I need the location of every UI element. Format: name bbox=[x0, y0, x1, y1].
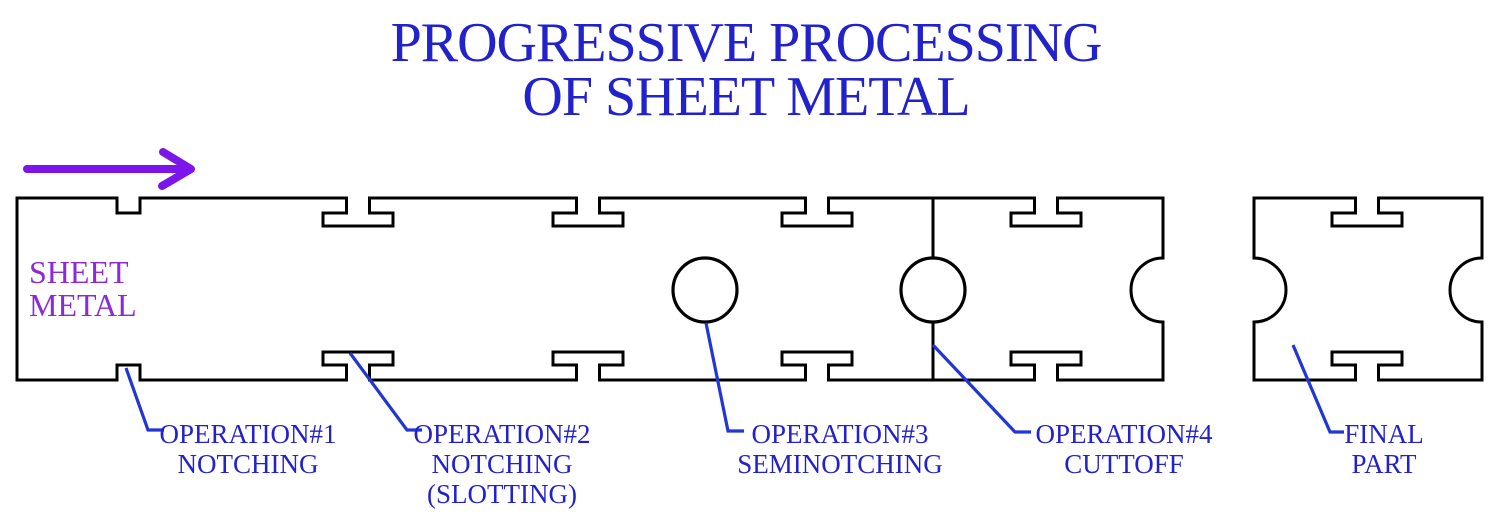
label-operation-4-line2: CUTTOFF bbox=[1064, 449, 1184, 479]
seminotch-hole-station3 bbox=[671, 256, 739, 324]
label-final-part-line1: FINAL bbox=[1344, 419, 1424, 449]
label-operation-3: OPERATION#3 SEMINOTCHING bbox=[737, 419, 943, 479]
leader-line-operation1 bbox=[124, 367, 164, 432]
label-final-part-line2: PART bbox=[1351, 449, 1417, 479]
label-operation-1-line1: OPERATION#1 bbox=[159, 419, 337, 449]
label-operation-2: OPERATION#2 NOTCHING (SLOTTING) bbox=[413, 419, 590, 509]
sheet-metal-label-line2: METAL bbox=[29, 287, 137, 323]
page-title-line2: OF SHEET METAL bbox=[522, 66, 970, 128]
label-operation-1: OPERATION#1 NOTCHING bbox=[159, 419, 336, 479]
sheet-metal-label: SHEET METAL bbox=[29, 256, 137, 322]
label-operation-4-line1: OPERATION#4 bbox=[1035, 419, 1213, 449]
leader-line-operation3 bbox=[704, 322, 744, 433]
feed-direction-arrow-icon bbox=[23, 148, 195, 190]
final-part-outline bbox=[1252, 196, 1484, 382]
leader-line-final-part bbox=[1291, 344, 1344, 434]
label-operation-3-line1: OPERATION#3 bbox=[751, 419, 929, 449]
sheet-metal-label-line1: SHEET bbox=[29, 254, 129, 290]
label-operation-4: OPERATION#4 CUTTOFF bbox=[1035, 419, 1212, 479]
label-operation-2-line2: NOTCHING bbox=[431, 449, 573, 479]
page-title: PROGRESSIVE PROCESSING OF SHEET METAL bbox=[296, 12, 1196, 128]
label-operation-2-line1: OPERATION#2 bbox=[413, 419, 591, 449]
label-operation-2-line3: (SLOTTING) bbox=[427, 479, 577, 509]
strip-outline bbox=[15, 196, 1165, 382]
leader-line-operation2 bbox=[348, 352, 422, 432]
label-operation-3-line2: SEMINOTCHING bbox=[737, 449, 943, 479]
label-operation-1-line2: NOTCHING bbox=[177, 449, 319, 479]
arrow-head bbox=[158, 148, 195, 190]
leader-line-operation4 bbox=[931, 343, 1031, 434]
label-final-part: FINAL PART bbox=[1344, 419, 1424, 479]
page-title-line1: PROGRESSIVE PROCESSING bbox=[390, 12, 1103, 74]
